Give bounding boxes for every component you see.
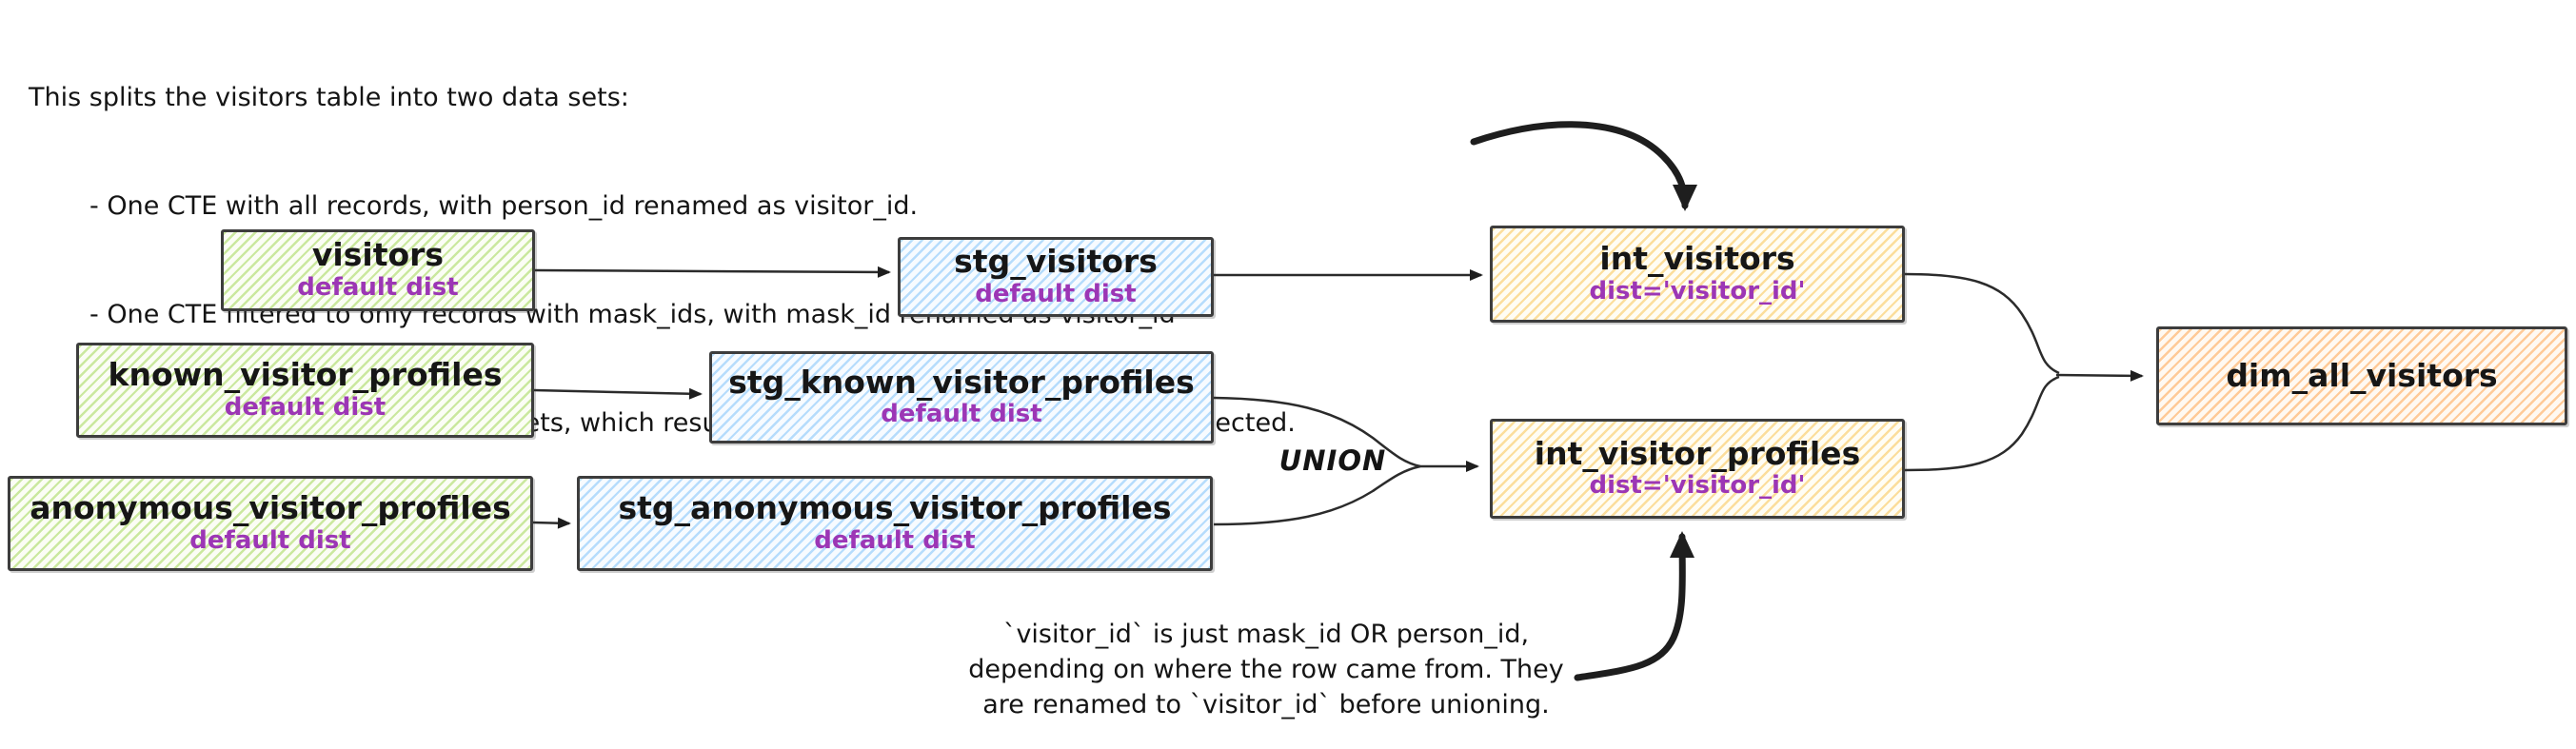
- node-sublabel: default dist: [975, 279, 1137, 308]
- node-title: int_visitor_profiles: [1534, 434, 1861, 472]
- node-dim_all_visitors: dim_all_visitors: [2156, 326, 2567, 425]
- node-title: stg_visitors: [954, 243, 1158, 281]
- node-stg_visitors: stg_visitors default dist: [898, 237, 1214, 317]
- node-title: int_visitors: [1599, 240, 1795, 278]
- edge-int_visitors-to-merge: [1904, 272, 2060, 375]
- node-title: stg_anonymous_visitor_profiles: [618, 489, 1172, 527]
- node-sublabel: default dist: [881, 400, 1042, 429]
- node-int_visitor_profiles: int_visitor_profiles dist='visitor_id': [1490, 419, 1905, 519]
- edge-int_visitor_profiles-to-merge: [1904, 375, 2060, 472]
- node-stg_known_visitor_profiles: stg_known_visitor_profiles default dist: [709, 351, 1214, 443]
- node-sublabel: dist='visitor_id': [1589, 471, 1806, 501]
- node-sublabel: default dist: [189, 525, 351, 555]
- edge-anonymous_visitor_profiles-to-stg_anonymous_visitor_profiles: [532, 517, 571, 529]
- bottom-annotation-line: are renamed to `visitor_id` before union…: [982, 690, 1550, 719]
- node-anonymous_visitor_profiles: anonymous_visitor_profiles default dist: [8, 476, 533, 571]
- node-title: known_visitor_profiles: [108, 356, 503, 394]
- node-title: stg_known_visitor_profiles: [728, 363, 1195, 401]
- union-label: UNION: [1278, 444, 1387, 477]
- top-annotation-intro: This splits the visitors table into two …: [29, 83, 629, 112]
- edge-merge-to-dim_all_visitors: [2055, 369, 2144, 382]
- node-sublabel: default dist: [224, 392, 386, 422]
- bottom-annotation: `visitor_id` is just mask_id OR person_i…: [928, 617, 1604, 722]
- node-visitors: visitors default dist: [221, 229, 535, 311]
- node-title: dim_all_visitors: [2226, 356, 2498, 394]
- node-sublabel: default dist: [297, 272, 459, 302]
- node-int_visitors: int_visitors dist='visitor_id': [1490, 226, 1905, 323]
- edge-top-annotation-to-int_visitors: [1470, 121, 1697, 211]
- node-stg_anonymous_visitor_profiles: stg_anonymous_visitor_profiles default d…: [577, 476, 1213, 571]
- top-annotation-bullet: - One CTE with all records, with person_…: [89, 191, 919, 221]
- node-sublabel: default dist: [814, 525, 976, 555]
- node-known_visitor_profiles: known_visitor_profiles default dist: [76, 343, 534, 438]
- bottom-annotation-line: depending on where the row came from. Th…: [968, 655, 1564, 684]
- node-sublabel: dist='visitor_id': [1589, 276, 1806, 306]
- node-title: visitors: [311, 236, 445, 274]
- bottom-annotation-line: `visitor_id` is just mask_id OR person_i…: [1002, 620, 1530, 649]
- node-title: anonymous_visitor_profiles: [30, 489, 511, 527]
